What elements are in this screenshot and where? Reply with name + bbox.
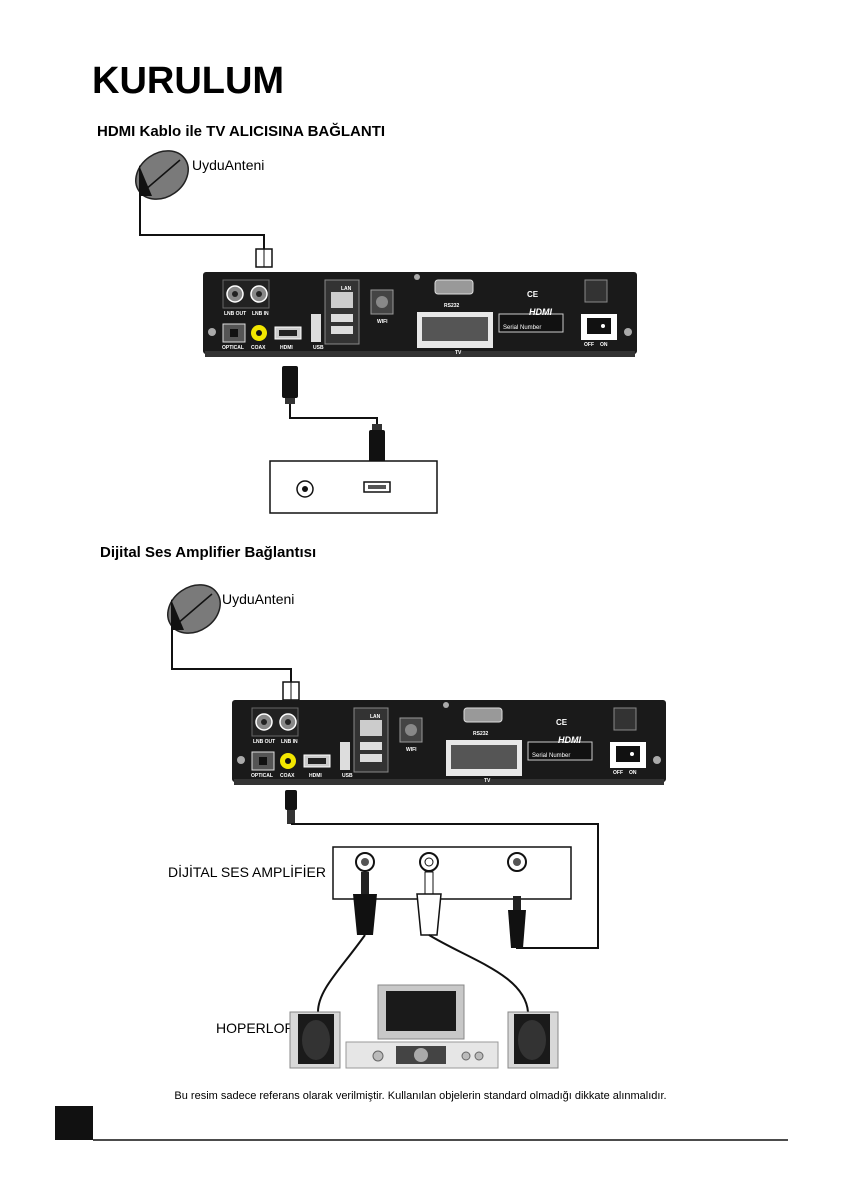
coax-label-1: COAX xyxy=(251,345,266,351)
page-number-block xyxy=(55,1106,93,1140)
speaker-icon xyxy=(507,1011,559,1069)
speaker-cable-left xyxy=(317,934,366,1013)
ce-mark-1: CE xyxy=(527,290,539,299)
speaker-cable-right xyxy=(428,934,529,1013)
amplifier-jack-center xyxy=(419,852,439,872)
on-label-1: ON xyxy=(600,342,608,348)
off-label-2: OFF xyxy=(613,770,623,776)
tv-label-1: TV xyxy=(455,350,462,356)
amplifier-jack-right xyxy=(507,852,527,872)
rs232-label-1: RS232 xyxy=(444,303,460,309)
hdmi-port-label-1: HDMI xyxy=(280,345,293,351)
usb-label-1: USB xyxy=(313,345,324,351)
lan-label-2: LAN xyxy=(370,714,381,720)
antenna-label-2: UyduAnteni xyxy=(222,591,295,607)
optical-label-2: OPTICAL xyxy=(251,773,273,779)
serial-number-label-2: Serial Number xyxy=(532,753,570,759)
wifi-label-1: WIFI xyxy=(377,319,388,325)
hdmi-logo-1: HDMI xyxy=(529,307,552,317)
tv-receiver-box xyxy=(269,460,438,514)
rca-plug-icon xyxy=(508,896,526,948)
tv-label-2: TV xyxy=(484,778,491,784)
satellite-dish-icon xyxy=(167,584,221,634)
rca-plug-icon xyxy=(416,871,442,936)
satellite-dish-icon xyxy=(135,150,189,200)
on-label-2: ON xyxy=(629,770,637,776)
wifi-label-2: WIFI xyxy=(406,747,417,753)
lnb-in-label-2: LNB IN xyxy=(281,739,298,745)
lnb-in-label-1: LNB IN xyxy=(252,311,269,317)
section1-title: HDMI Kablo ile TV ALICISINA BAĞLANTI xyxy=(97,123,386,140)
amplifier-label: DİJİTAL SES AMPLİFİER xyxy=(168,864,326,880)
off-label-1: OFF xyxy=(584,342,594,348)
antenna-cable-1 xyxy=(139,196,265,256)
page-title: KURULUM xyxy=(92,60,285,102)
section2-title: Dijital Ses Amplifier Bağlantısı xyxy=(100,544,317,561)
serial-number-label-1: Serial Number xyxy=(503,325,541,331)
usb-label-2: USB xyxy=(342,773,353,779)
antenna-cable-2 xyxy=(171,630,292,689)
amplifier-jack-left xyxy=(355,852,375,872)
hdmi-port-label-2: HDMI xyxy=(309,773,322,779)
lnb-out-label-2: LNB OUT xyxy=(253,739,275,745)
speaker-icon xyxy=(289,1011,341,1069)
lan-label-1: LAN xyxy=(341,286,352,292)
rs232-label-2: RS232 xyxy=(473,731,489,737)
ce-mark-2: CE xyxy=(556,718,568,727)
optical-label-1: OPTICAL xyxy=(222,345,244,351)
hdmi-logo-2: HDMI xyxy=(558,735,581,745)
rca-plug-icon xyxy=(285,790,297,824)
antenna-label-1: UyduAnteni xyxy=(192,157,265,173)
hdmi-cable xyxy=(289,404,378,424)
coax-label-2: COAX xyxy=(280,773,295,779)
amplifier-icon xyxy=(345,984,499,1069)
footer-note: Bu resim sadece referans olarak verilmiş… xyxy=(174,1090,667,1102)
speakers-label: HOPERLOR xyxy=(216,1020,295,1036)
lnb-out-label-1: LNB OUT xyxy=(224,311,246,317)
rca-plug-icon xyxy=(353,872,377,935)
coax-cable xyxy=(291,823,599,949)
hdmi-plug-icon xyxy=(282,366,385,474)
